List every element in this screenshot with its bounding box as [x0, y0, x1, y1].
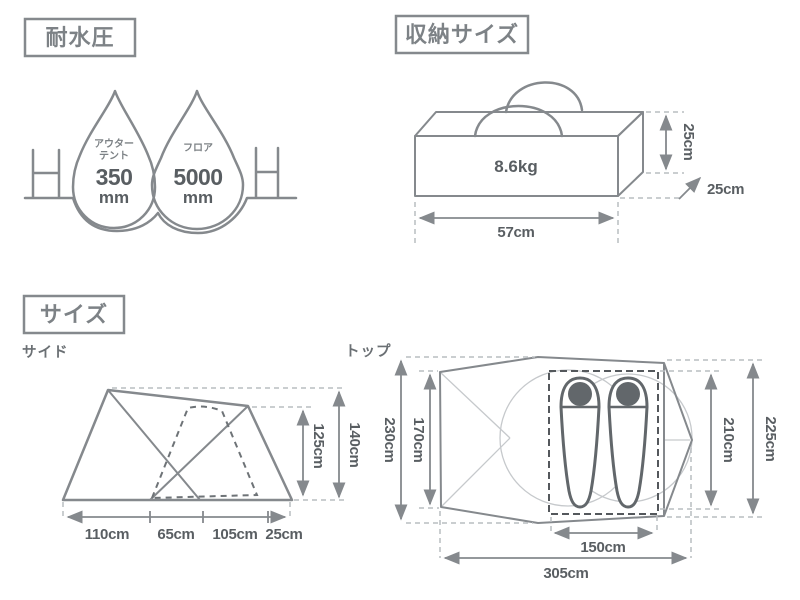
side-seg1-label: 110cm — [85, 526, 129, 543]
storage-depth-dimension: 25cm — [620, 176, 744, 200]
top-guy-lines — [439, 371, 690, 508]
ground-line — [23, 196, 298, 235]
top-outer-width-right-dimension: 225cm — [746, 362, 779, 515]
top-inner-width-dimension: 150cm — [553, 526, 654, 556]
top-view-diagram: 230cm 170cm 210cm 225cm 150cm 305cm — [381, 356, 779, 582]
storage-size-title-box: 収納サイズ — [394, 14, 530, 55]
sleeper-head-right — [616, 382, 640, 406]
side-tent-outline — [61, 388, 294, 502]
side-tent-poles — [107, 389, 249, 501]
side-view-diagram: 125cm 140cm 110cm 65cm 105cm 25cm — [61, 387, 363, 543]
top-outer-length-label: 230cm — [381, 417, 398, 462]
drop2-label-line1: フロア — [183, 142, 213, 154]
bag-front-face — [414, 135, 619, 197]
size-title: サイズ — [40, 302, 108, 327]
bag-top-face — [414, 111, 644, 137]
drop1-label-line1: アウター — [94, 138, 134, 150]
title-box-border — [23, 17, 137, 58]
carry-bag-icon: 8.6kg — [414, 81, 644, 197]
right-post-icon — [254, 146, 280, 199]
drop2-unit: mm — [183, 188, 213, 207]
water-drop-floor-icon: フロア 5000 mm — [150, 89, 245, 231]
bag-handle-back — [504, 81, 584, 114]
top-inner-length-dimension: 170cm — [410, 373, 437, 506]
sleeping-bag-right-icon — [607, 376, 649, 509]
top-inner-width-right-label: 210cm — [720, 417, 737, 462]
storage-height-dimension: 25cm — [646, 111, 697, 174]
drop2-value: 5000 — [173, 164, 222, 190]
drop1-unit: mm — [99, 188, 129, 207]
size-section: サイズ サイド トップ 125cm 140cm 110cm 65cm — [22, 294, 779, 582]
sleeper-head-left — [568, 382, 592, 406]
title-box-border — [394, 14, 530, 55]
top-total-width-label: 305cm — [543, 565, 588, 582]
side-seg4-label: 25cm — [265, 526, 302, 543]
water-resistance-title-box: 耐水圧 — [23, 17, 137, 58]
top-inner-width-label: 150cm — [580, 539, 625, 556]
title-box-border — [22, 294, 126, 335]
top-inner-tent-dashed — [548, 370, 659, 515]
top-outer-length-dimension: 230cm — [381, 359, 408, 521]
water-resistance-section: 耐水圧 アウター テント 350 mm フロア 5000 mm — [23, 17, 298, 235]
drop1-value: 350 — [96, 164, 133, 190]
water-resistance-title: 耐水圧 — [45, 25, 114, 50]
side-outer-height-label: 140cm — [346, 422, 363, 467]
storage-width-label: 57cm — [497, 224, 534, 241]
side-inner-height-label: 125cm — [310, 423, 327, 468]
size-title-box: サイズ — [22, 294, 126, 335]
side-seg3-label: 105cm — [212, 526, 257, 543]
storage-depth-label: 25cm — [707, 181, 744, 198]
bag-handle-front — [473, 104, 564, 138]
top-outer-width-right-label: 225cm — [762, 416, 779, 461]
bag-weight-label: 8.6kg — [494, 157, 537, 176]
side-bottom-dimension: 110cm 65cm 105cm 25cm — [66, 510, 303, 543]
side-view-label: サイド — [22, 344, 69, 361]
top-inner-length-label: 170cm — [410, 417, 427, 462]
top-view-label: トップ — [345, 343, 392, 360]
storage-size-section: 収納サイズ 8.6kg 25cm 25cm 57cm — [394, 14, 744, 246]
top-total-width-dimension: 305cm — [443, 551, 688, 582]
side-seg2-label: 65cm — [157, 526, 194, 543]
left-post-icon — [31, 148, 61, 199]
sleeping-bag-left-icon — [559, 376, 601, 509]
storage-size-title: 収納サイズ — [405, 22, 519, 47]
storage-width-dimension: 57cm — [414, 202, 619, 246]
water-drop-outer-tent-icon: アウター テント 350 mm — [71, 89, 157, 230]
drop1-label-line2: テント — [99, 150, 129, 162]
bag-side-face — [617, 111, 644, 197]
side-outer-height-dimension: 140cm — [332, 390, 363, 499]
side-inner-height-dimension: 125cm — [296, 409, 327, 497]
top-inner-width-right-dimension: 210cm — [704, 373, 737, 507]
top-vestibule-outline — [663, 362, 693, 517]
storage-height-label: 25cm — [680, 123, 697, 160]
